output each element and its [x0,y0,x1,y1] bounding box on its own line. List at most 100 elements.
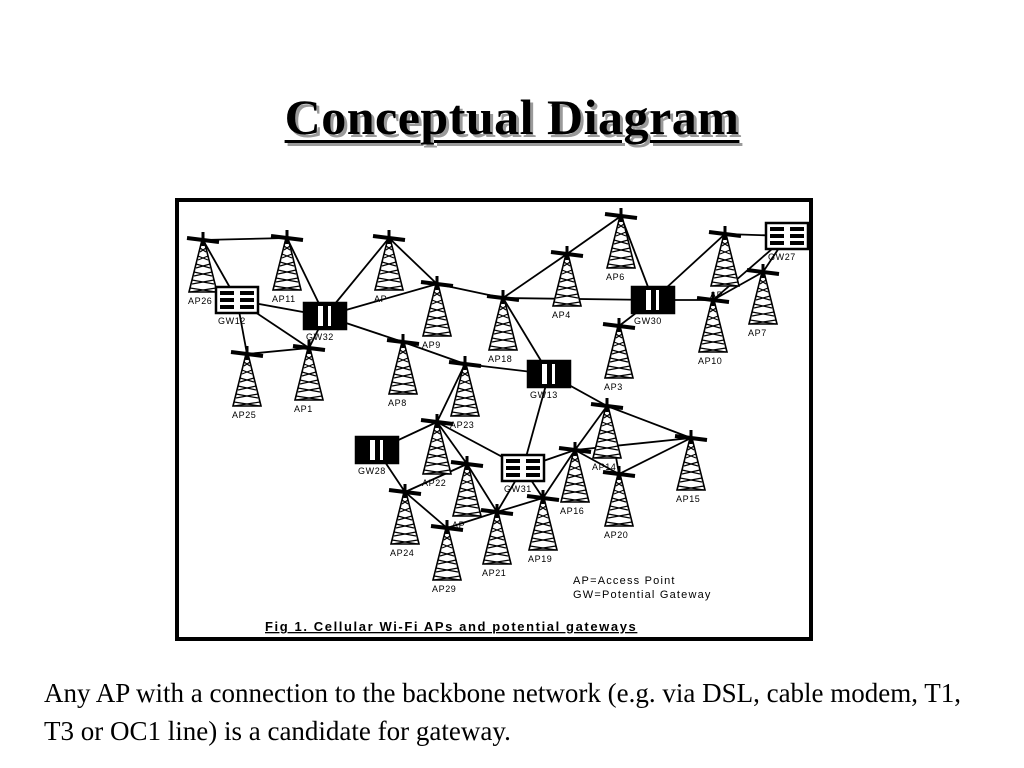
tower-hatch [385,245,393,251]
access-point-ap23: AP23 [448,356,482,430]
node-label: AP20 [604,530,628,540]
tower-hatch [533,529,553,535]
tower-hatch [199,247,207,253]
antenna-tower-icon [420,414,454,475]
tower-hatch [425,461,449,467]
tower-hatch [277,269,297,275]
edge-ap16-ap14 [574,405,608,451]
tower-hatch [679,477,703,483]
tower-hatch [441,543,453,549]
node-label: AP7 [748,328,767,338]
tower-hatch [753,303,773,309]
tower-hatch [529,545,557,551]
gateway-slot [506,473,520,477]
gateway-gw28: GW28 [354,435,400,476]
access-point-ap21: AP21 [480,504,514,578]
tower-hatch [303,363,315,369]
node-label: AP4 [552,310,571,320]
tower-hatch [461,371,469,377]
tower-hatch [603,413,611,419]
tower-hatch [715,265,735,271]
tower-hatch [613,239,629,245]
antenna-tower-icon [450,456,484,517]
tower-hatch [235,393,259,399]
tower-hatch [749,319,777,325]
gateway-box [302,301,348,331]
tower-hatch [399,507,411,513]
tower-hatch [433,291,441,297]
access-point-ap7: AP7 [746,264,780,338]
tower-hatch [561,269,573,275]
tower-hatch [487,543,507,549]
access-point-ap26: AP26 [186,232,220,306]
node-label: AP3 [604,382,623,392]
tower-hatch [383,253,395,259]
edge-ap19-ap21 [496,497,544,513]
tower-hatch [453,511,481,517]
tower-hatch [567,473,583,479]
node-label: AP19 [528,554,552,564]
tower-hatch [461,479,473,485]
antenna-tower-icon [292,340,326,401]
tower-hatch [429,307,445,313]
tower-hatch [687,445,695,451]
tower-hatch [531,537,555,543]
tower-hatch [237,385,257,391]
tower-hatch [611,349,627,355]
gateway-slot [646,290,651,310]
tower-hatch [607,263,635,269]
tower-hatch [233,401,261,407]
tower-hatch [379,269,399,275]
tower-hatch [757,287,769,293]
antenna-tower-icon [186,232,220,293]
gateway-gw30: GW30 [630,285,676,326]
tower-hatch [295,395,323,401]
access-point-ap19: AP19 [526,490,560,564]
tower-hatch [423,469,451,475]
tower-hatch [601,421,613,427]
tower-hatch [699,347,727,353]
tower-hatch [425,323,449,329]
tower-hatch [595,445,619,451]
gateway-slot [220,298,234,302]
tower-hatch [611,247,631,253]
antenna-tower-icon [604,208,638,269]
tower-hatch [495,321,511,327]
tower-hatch [557,285,577,291]
edge-apc-ap21 [466,463,498,513]
tower-hatch [389,389,417,395]
tower-hatch [301,371,317,377]
access-point-ap11: AP11 [270,230,304,304]
access-point-ap9: AP9 [420,276,454,350]
figure-caption: Fig 1. Cellular Wi-Fi APs and potential … [265,619,637,634]
tower-hatch [711,281,739,287]
tower-hatch [569,465,581,471]
node-label: AP [710,290,723,300]
edge-ap20-ap15 [618,437,692,475]
access-point-ap8: AP8 [386,334,420,408]
node-label: AP22 [422,478,446,488]
antenna-tower-icon [430,520,464,581]
tower-hatch [497,313,509,319]
node-label: AP25 [232,410,256,420]
edge-ap25-ap1 [246,347,310,355]
gateway-slot [506,459,520,463]
edge-ap24-ap29 [404,491,448,529]
tower-hatch [435,567,459,573]
gateway-slot [380,440,383,460]
gateway-slot [790,234,804,238]
tower-hatch [375,285,403,291]
tower-hatch [563,489,587,495]
tower-hatch [391,539,419,545]
antenna-tower-icon [746,264,780,325]
gateway-slot [240,305,254,309]
node-label: AP9 [422,340,441,350]
antenna-tower-icon [270,230,304,291]
edge-ap24-apc [404,463,468,493]
tower-hatch [195,263,211,269]
gateway-gw13: GW13 [526,359,572,400]
antenna-tower-icon [372,230,406,291]
gateway-icon [354,435,400,465]
tower-hatch [677,485,705,491]
